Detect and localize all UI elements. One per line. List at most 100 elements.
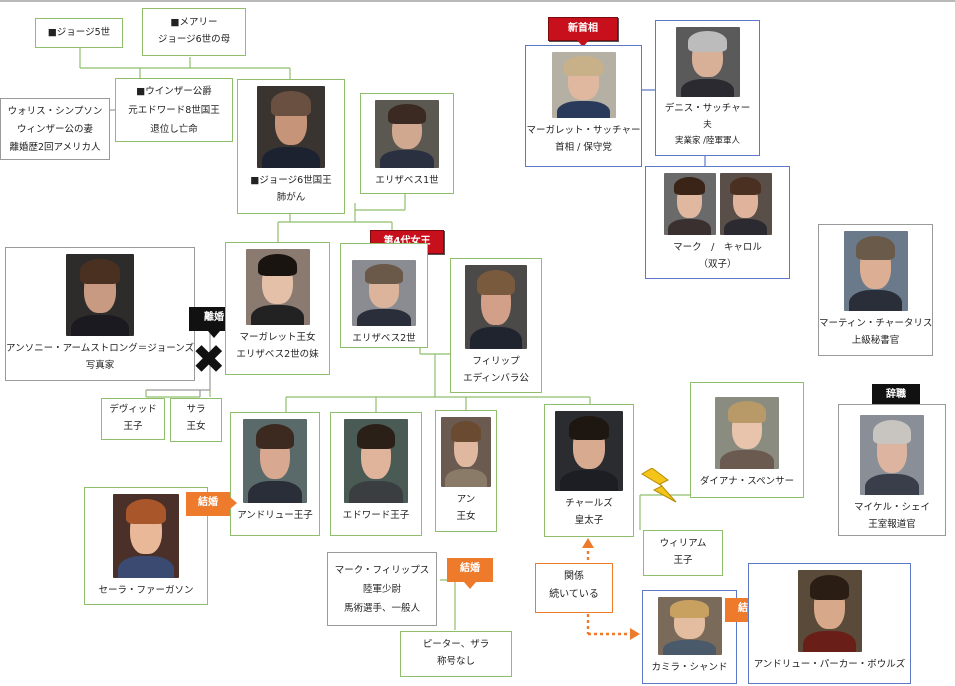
person-note: 離婚歴2回アメリカ人	[9, 142, 101, 153]
person-name: エリザベス1世	[375, 175, 439, 186]
person-elizabeth1: エリザベス1世	[360, 93, 454, 194]
person-david: デヴィッド 王子	[101, 398, 165, 440]
portrait-photo	[352, 260, 416, 326]
person-edward: エドワード王子	[330, 412, 422, 536]
person-note: 実業家 /陸軍軍人	[674, 136, 741, 146]
person-name: サラ	[186, 404, 206, 415]
person-denis: デニス・サッチャー 夫 実業家 /陸軍軍人	[655, 20, 760, 156]
person-role: エリザベス2世の妹	[236, 349, 319, 360]
relationship-note: 関係 続いている	[535, 563, 613, 613]
person-thatcher: マーガレット・サッチャー 首相 / 保守党	[525, 45, 642, 167]
person-name: ウィリアム	[659, 538, 707, 549]
person-philip: フィリップ エディンバラ公	[450, 258, 542, 393]
portrait-photo	[441, 417, 491, 487]
person-name: ピーター、ザラ	[422, 639, 490, 650]
person-mark-phillips: マーク・フィリップス 陸軍少尉 馬術選手、一般人	[327, 552, 437, 626]
person-role: 王女	[456, 511, 476, 522]
person-windsor: ■ウインザー公爵 元エドワード8世国王 退位し亡命	[115, 78, 233, 142]
person-name: ■ジョージ6世国王	[250, 175, 332, 186]
person-role: 首相 / 保守党	[555, 142, 612, 153]
person-william: ウィリアム 王子	[643, 530, 723, 576]
person-name: カミラ・シャンド	[651, 662, 728, 673]
portrait-photo-mark	[663, 173, 716, 235]
person-role: 王子	[673, 555, 693, 566]
person-name: マーティン・チャータリス	[819, 318, 933, 329]
person-role: エディンバラ公	[463, 373, 529, 384]
person-george5: ■ジョージ5世	[35, 18, 123, 48]
person-role: 陸軍少尉	[362, 584, 401, 595]
person-charteris: マーティン・チャータリス 上級秘書官	[818, 224, 933, 356]
person-role: 夫	[703, 120, 712, 130]
person-name: ■メアリー	[170, 17, 218, 28]
person-mary: ■メアリー ジョージ6世の母	[142, 8, 246, 56]
person-role: 肺がん	[276, 192, 306, 203]
person-name: マーガレット王女	[239, 332, 316, 343]
person-role: 写真家	[85, 360, 115, 371]
person-name: アンソニー・アームストロング＝ジョーンズ	[6, 343, 195, 354]
portrait-photo	[657, 597, 722, 655]
portrait-photo	[66, 254, 134, 336]
person-role: 皇太子	[574, 515, 604, 526]
new-pm-badge: 新首相	[548, 17, 618, 47]
portrait-photo	[675, 27, 740, 97]
person-diana: ダイアナ・スペンサー	[690, 382, 804, 498]
married-badge-anne: 結婚	[447, 558, 493, 589]
person-name: エリザベス2世	[352, 333, 416, 344]
portrait-photo-carol	[719, 173, 772, 235]
portrait-photo	[555, 411, 623, 491]
person-name: ■ウインザー公爵	[136, 86, 212, 97]
person-charles: チャールズ 皇太子	[544, 404, 634, 537]
portrait-photo	[860, 415, 924, 495]
person-name: ウォリス・シンプソン	[7, 106, 103, 117]
person-anne: アン 王女	[435, 410, 497, 532]
person-margaret: マーガレット王女 エリザベス2世の妹	[225, 242, 330, 375]
person-twins: マーク / キャロル （双子）	[645, 166, 790, 279]
person-name: アン	[456, 494, 476, 505]
person-name: デニス・サッチャー	[664, 103, 751, 114]
person-name: マーク / キャロル	[673, 242, 762, 253]
person-role: 王室報道官	[868, 519, 916, 530]
person-peter-zara: ピーター、ザラ 称号なし	[400, 631, 512, 677]
portrait-photo	[344, 419, 408, 503]
person-name: マーガレット・サッチャー	[526, 125, 641, 136]
person-note: 馬術選手、一般人	[343, 603, 420, 614]
person-name: チャールズ	[565, 498, 613, 509]
person-name: マーク・フィリップス	[334, 565, 430, 576]
portrait-photo	[465, 265, 527, 349]
person-name: アンドリュー王子	[237, 510, 313, 521]
person-name: ダイアナ・スペンサー	[699, 476, 795, 487]
person-elizabeth2: エリザベス2世	[340, 243, 428, 348]
person-name: エドワード王子	[342, 510, 410, 521]
portrait-photo	[551, 52, 616, 118]
portrait-photo	[243, 419, 307, 503]
person-role: 王子	[123, 421, 143, 432]
person-note: （双子）	[698, 259, 737, 270]
person-andrew-parker-bowles: アンドリュー・パーカー・ボウルズ	[748, 563, 911, 684]
person-name: セーラ・ファーガソン	[98, 585, 194, 596]
person-role: 元エドワード8世国王	[128, 105, 220, 116]
person-name: デヴィッド	[109, 404, 157, 415]
portrait-photo	[715, 397, 779, 469]
married-badge-fergie: 結婚	[186, 492, 237, 516]
person-sarah: サラ 王女	[170, 398, 222, 442]
person-shea: マイケル・シェイ 王室報道官	[838, 404, 946, 536]
portrait-photo	[375, 100, 439, 168]
person-role: 王女	[186, 421, 206, 432]
person-camilla: カミラ・シャンド	[642, 590, 737, 684]
note-line: 続いている	[549, 589, 599, 600]
person-name: アンドリュー・パーカー・ボウルズ	[753, 659, 906, 670]
portrait-photo	[843, 231, 908, 311]
person-wallis: ウォリス・シンプソン ウィンザー公の妻 離婚歴2回アメリカ人	[0, 98, 110, 160]
person-role: 称号なし	[436, 656, 475, 667]
top-rule	[0, 0, 955, 2]
lightning-bolt-icon	[641, 468, 677, 503]
portrait-photo	[257, 86, 325, 168]
person-role: 上級秘書官	[851, 335, 900, 346]
person-george6: ■ジョージ6世国王 肺がん	[237, 79, 345, 214]
person-andrew: アンドリュー王子	[230, 412, 320, 536]
cross-mark-icon: ✖	[192, 337, 226, 383]
portrait-photo	[797, 570, 862, 652]
portrait-photo	[113, 494, 179, 578]
portrait-photo	[245, 249, 310, 325]
person-role: ジョージ6世の母	[157, 34, 231, 45]
